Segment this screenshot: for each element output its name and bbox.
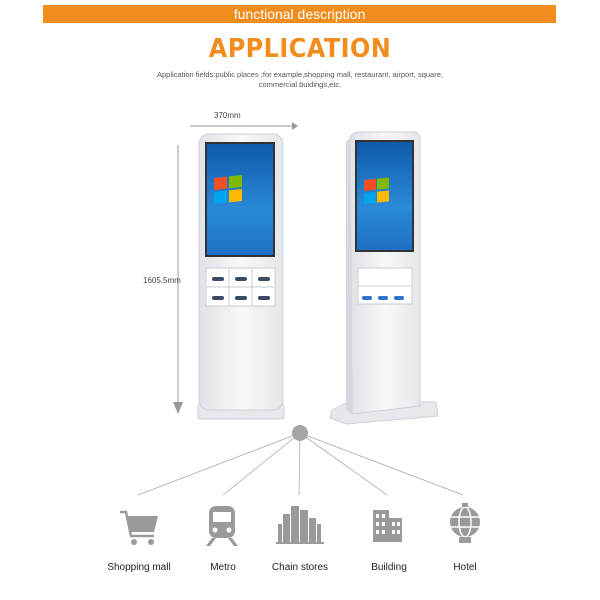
windows-logo-icon [364, 177, 389, 204]
label-hotel: Hotel [453, 562, 477, 573]
hotel-globe-icon [450, 503, 480, 543]
windows-logo-icon [214, 175, 242, 204]
height-arrow [173, 145, 183, 414]
label-metro: Metro [210, 562, 236, 573]
label-chain-stores: Chain stores [271, 562, 329, 573]
office-building-icon [373, 510, 402, 542]
shopping-cart-icon [120, 510, 158, 545]
application-subtitle: Application fields:public places ;for ex… [157, 70, 443, 89]
kiosk-side-view [329, 131, 439, 425]
page-title: APPLICATION [208, 34, 392, 64]
kiosk-front-view [197, 133, 285, 420]
train-icon [206, 506, 238, 546]
width-dimension: 370mm [214, 111, 241, 120]
section-banner: functional description [43, 5, 556, 23]
hub-node [292, 425, 308, 441]
width-arrow [190, 122, 298, 130]
height-dimension: 1605.5mm [143, 276, 181, 285]
connector-lines [137, 432, 464, 496]
label-shopping-mall: Shopping mall [107, 562, 171, 573]
label-building: Building [371, 562, 407, 573]
city-buildings-icon [276, 506, 324, 544]
